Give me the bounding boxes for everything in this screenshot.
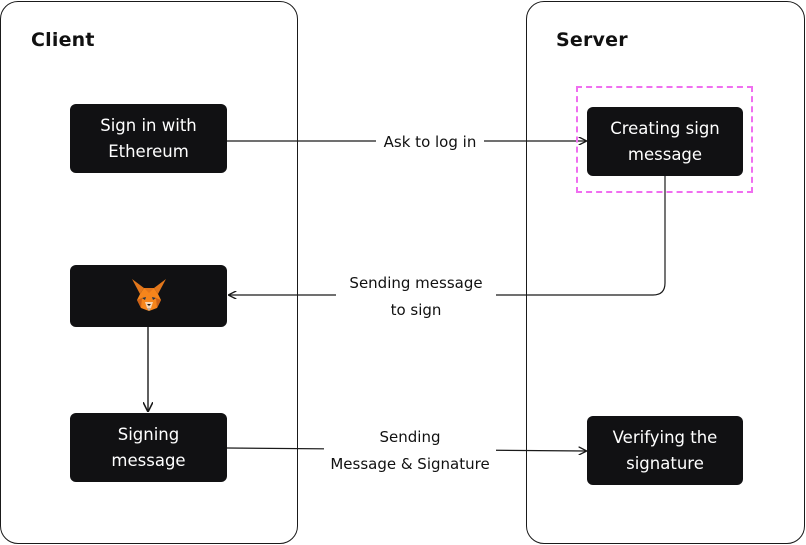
metamask-fox-icon (131, 279, 166, 311)
node-signing: Signing message (70, 413, 227, 482)
node-creating-label: Creating sign message (610, 118, 720, 164)
node-verifying-label: Verifying the signature (612, 427, 718, 473)
label-sending-to-sign: Sending message to sign (336, 270, 496, 324)
highlight-dashed-frame (576, 86, 753, 193)
client-title: Client (31, 29, 95, 51)
node-metamask (70, 265, 227, 327)
node-signing-label: Signing message (111, 424, 186, 470)
label-ask-login: Ask to log in (376, 129, 484, 156)
label-sending-signature: Sending Message & Signature (324, 424, 496, 478)
node-creating: Creating sign message (587, 107, 743, 176)
node-verifying: Verifying the signature (587, 416, 743, 485)
node-sign-in-label: Sign in with Ethereum (100, 115, 197, 161)
node-sign-in: Sign in with Ethereum (70, 104, 227, 173)
arrow-send-to-sign (229, 176, 666, 295)
server-title: Server (556, 29, 628, 51)
